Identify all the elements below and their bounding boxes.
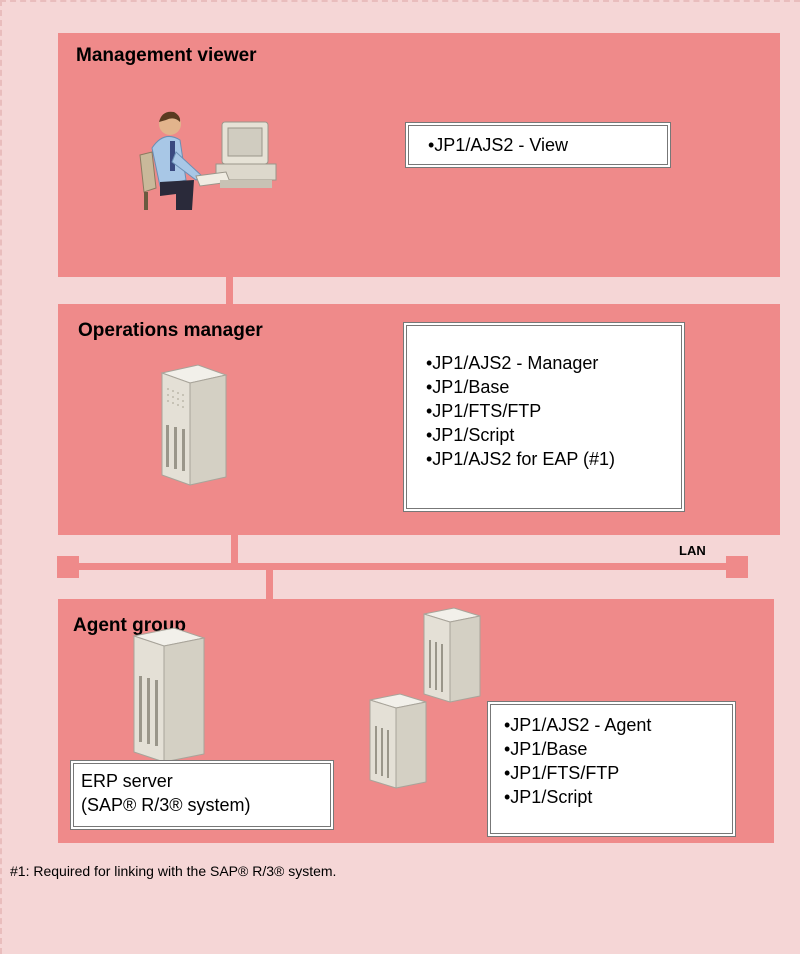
erp-server-box: ERP server (SAP® R/3® system)	[70, 760, 334, 830]
operations-manager-software-box: •JP1/AJS2 - Manager •JP1/Base •JP1/FTS/F…	[403, 322, 685, 512]
connector-line	[226, 277, 233, 304]
lan-terminator-right	[726, 556, 748, 578]
erp-server-icon	[130, 626, 210, 766]
software-item: •JP1/Script	[504, 787, 593, 807]
connector-line	[231, 535, 238, 565]
lan-label: LAN	[679, 543, 706, 558]
software-item: •JP1/Base	[426, 377, 510, 397]
user-at-computer-icon	[130, 100, 280, 215]
erp-server-sublabel: (SAP® R/3® system)	[81, 795, 251, 815]
software-item: •JP1/AJS2 for EAP (#1)	[426, 449, 616, 469]
software-item: •JP1/AJS2 - Manager	[426, 353, 599, 373]
agent-server-icon	[420, 606, 484, 704]
software-item: •JP1/FTS/FTP	[504, 763, 620, 783]
software-item: •JP1/Script	[426, 425, 515, 445]
server-icon	[146, 364, 236, 490]
lan-terminator-left	[57, 556, 79, 578]
management-viewer-software-box: •JP1/AJS2 - View	[405, 122, 671, 168]
lan-bus	[79, 563, 726, 570]
software-item: •JP1/FTS/FTP	[426, 401, 542, 421]
erp-server-label: ERP server	[81, 771, 173, 791]
software-item: •JP1/Base	[504, 739, 588, 759]
connector-line	[266, 570, 273, 599]
operations-manager-title: Operations manager	[78, 320, 263, 341]
management-viewer-title: Management viewer	[76, 45, 257, 66]
agent-software-box: •JP1/AJS2 - Agent •JP1/Base •JP1/FTS/FTP…	[487, 701, 736, 837]
agent-server-icon	[366, 692, 430, 790]
software-item: •JP1/AJS2 - View	[428, 135, 569, 155]
footnote: #1: Required for linking with the SAP® R…	[10, 863, 337, 879]
software-item: •JP1/AJS2 - Agent	[504, 715, 652, 735]
